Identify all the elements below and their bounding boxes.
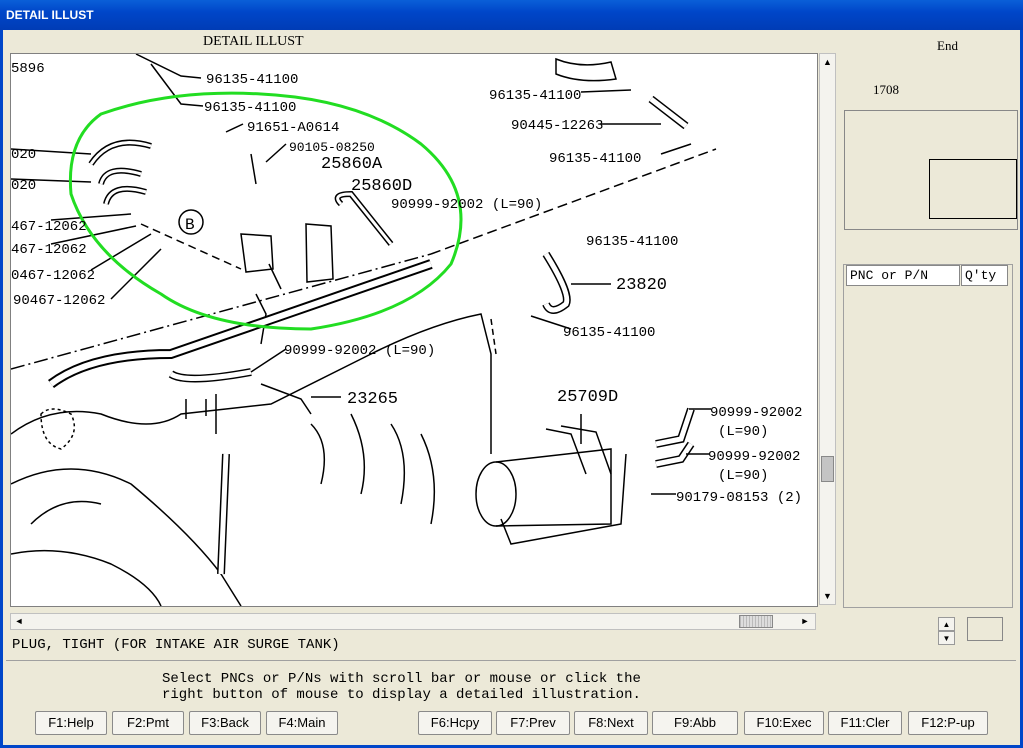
pnc-column-header: PNC or P/N <box>846 265 960 286</box>
f1-help-button[interactable]: F1:Help <box>35 711 107 735</box>
illustration-vertical-scrollbar[interactable]: ▲ ▼ <box>819 53 836 605</box>
label-96135-c: 96135-41100 <box>489 88 581 104</box>
scroll-up-icon[interactable]: ▲ <box>820 54 835 70</box>
label-91651: 91651-A0614 <box>247 120 339 136</box>
f8-next-button[interactable]: F8:Next <box>574 711 648 735</box>
label-90999-d: 90999-92002 <box>708 449 800 465</box>
label-020-b: 020 <box>11 178 36 194</box>
viewport-indicator[interactable] <box>929 159 1017 219</box>
label-5896: 5896 <box>11 61 45 77</box>
parts-list[interactable]: PNC or P/N Q'ty <box>843 264 1013 608</box>
label-25709D: 25709D <box>557 388 618 407</box>
label-90179: 90179-08153 (2) <box>676 490 802 506</box>
label-96135-f: 96135-41100 <box>563 325 655 341</box>
bottom-panel <box>6 660 1016 741</box>
scroll-right-icon[interactable]: ► <box>800 616 810 626</box>
label-25860A: 25860A <box>321 155 383 174</box>
parts-diagram[interactable]: 5896 96135-41100 96135-41100 91651-A0614… <box>11 54 817 606</box>
label-020-a: 020 <box>11 147 36 163</box>
highlight-ellipse <box>68 91 463 331</box>
f6-hcpy-button[interactable]: F6:Hcpy <box>418 711 492 735</box>
vertical-scroll-thumb[interactable] <box>821 456 834 482</box>
label-90467: 90467-12062 <box>13 293 105 309</box>
label-96135-e: 96135-41100 <box>586 234 678 250</box>
f2-pmt-button[interactable]: F2:Pmt <box>112 711 184 735</box>
label-90445: 90445-12263 <box>511 118 603 134</box>
f7-prev-button[interactable]: F7:Prev <box>496 711 570 735</box>
window-title: DETAIL ILLUST <box>6 8 94 22</box>
f11-cler-button[interactable]: F11:Cler <box>828 711 902 735</box>
instruction-message: Select PNCs or P/Ns with scroll bar or m… <box>162 671 641 703</box>
label-96135-d: 96135-41100 <box>549 151 641 167</box>
illustration-title: DETAIL ILLUST <box>203 34 304 49</box>
title-bar: DETAIL ILLUST <box>0 0 1023 30</box>
scroll-left-icon[interactable]: ◄ <box>14 616 24 626</box>
f9-abb-button[interactable]: F9:Abb <box>652 711 738 735</box>
quantity-field[interactable] <box>967 617 1003 641</box>
label-23265: 23265 <box>347 390 398 409</box>
label-90999-a: 90999-92002 (L=90) <box>391 197 542 213</box>
spin-down-icon[interactable]: ▼ <box>938 631 955 645</box>
horizontal-scroll-thumb[interactable] <box>739 615 773 628</box>
label-0467: 0467-12062 <box>11 268 95 284</box>
label-96135-b: 96135-41100 <box>204 100 296 116</box>
illustration-canvas[interactable]: 5896 96135-41100 96135-41100 91651-A0614… <box>10 53 818 607</box>
label-90999-c: 90999-92002 <box>710 405 802 421</box>
end-label: End <box>937 38 958 53</box>
f12-pup-button[interactable]: F12:P-up <box>908 711 988 735</box>
illustration-horizontal-scrollbar[interactable]: ◄ ► <box>10 613 816 630</box>
part-description: PLUG, TIGHT (FOR INTAKE AIR SURGE TANK) <box>12 637 340 653</box>
label-25860D: 25860D <box>351 177 412 196</box>
f10-exec-button[interactable]: F10:Exec <box>744 711 824 735</box>
label-L90-d: (L=90) <box>718 468 768 484</box>
label-90105: 90105-08250 <box>289 140 375 155</box>
qty-column-header: Q'ty <box>961 265 1008 286</box>
label-467-b: 467-12062 <box>11 242 87 258</box>
overview-navigator[interactable] <box>844 110 1018 230</box>
scroll-down-icon[interactable]: ▼ <box>820 588 835 604</box>
f3-back-button[interactable]: F3:Back <box>189 711 261 735</box>
label-L90-c: (L=90) <box>718 424 768 440</box>
label-90999-b: 90999-92002 (L=90) <box>284 343 435 359</box>
label-23820: 23820 <box>616 276 667 295</box>
f4-main-button[interactable]: F4:Main <box>266 711 338 735</box>
label-B: B <box>185 216 195 234</box>
page-number: 1708 <box>873 82 899 97</box>
quantity-spinner[interactable]: ▲ ▼ <box>938 617 955 645</box>
spin-up-icon[interactable]: ▲ <box>938 617 955 631</box>
label-96135-a: 96135-41100 <box>206 72 298 88</box>
label-467-a: 467-12062 <box>11 219 87 235</box>
